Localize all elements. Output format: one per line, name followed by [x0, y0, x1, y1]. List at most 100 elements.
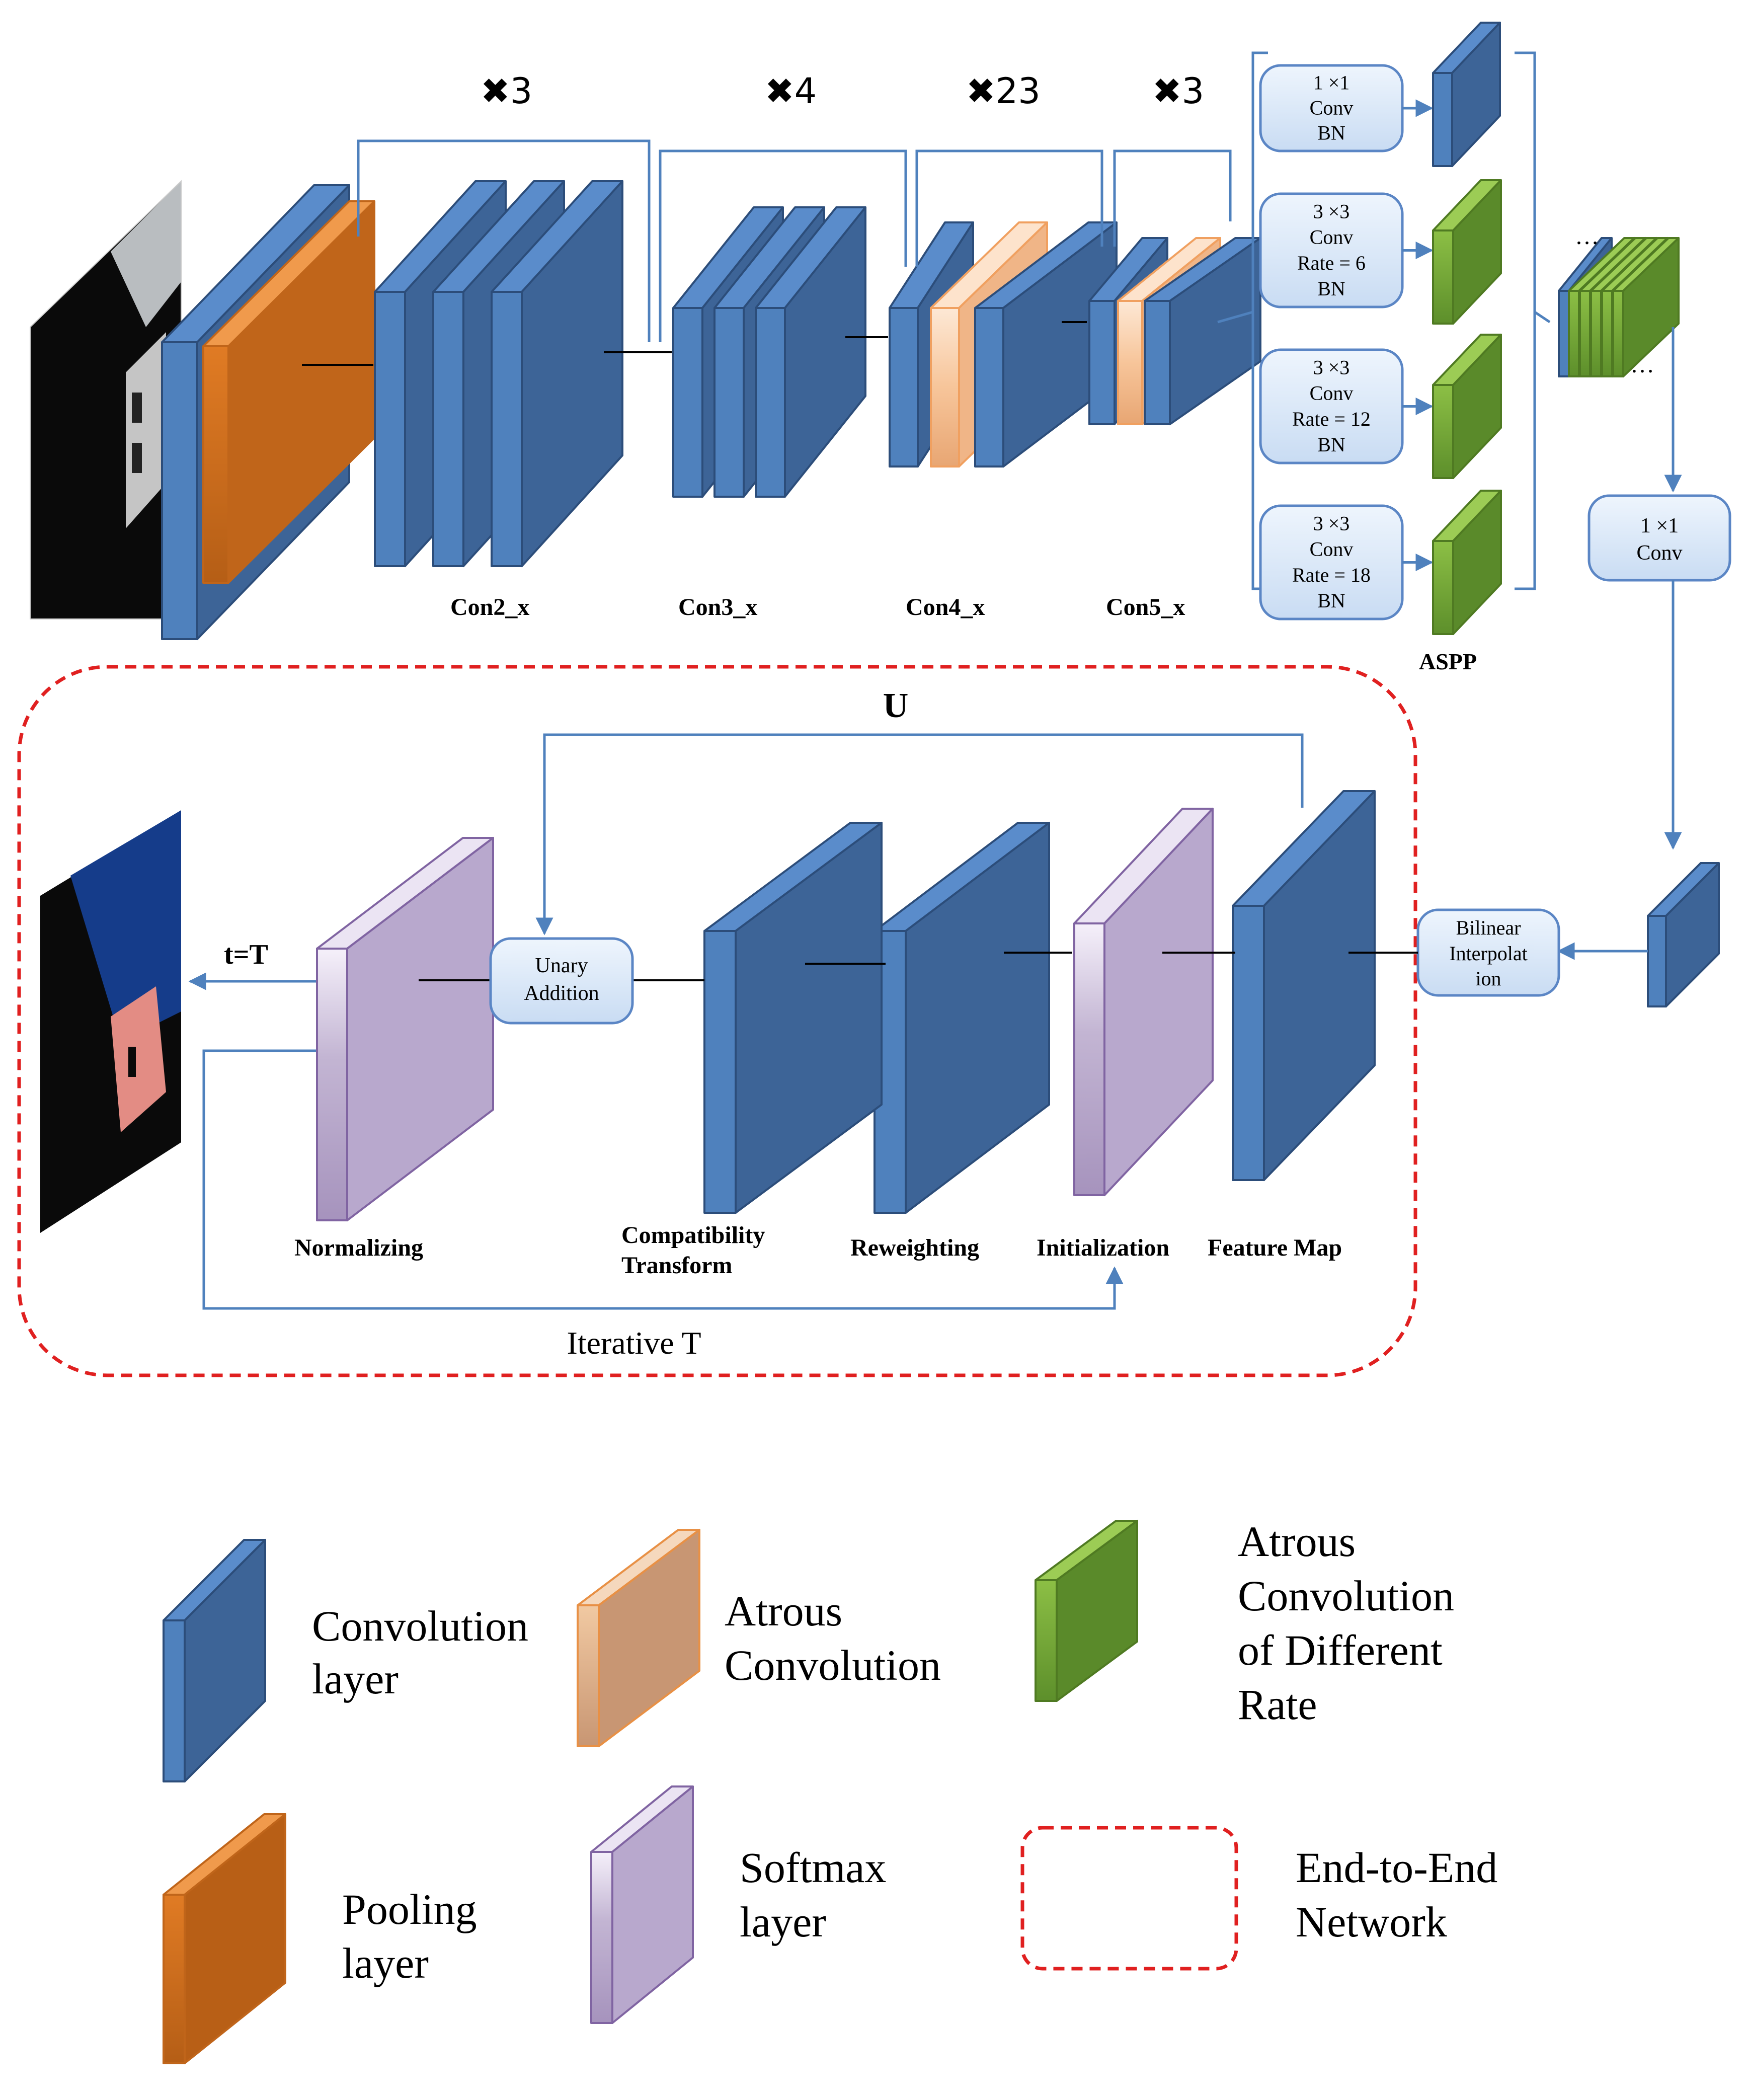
crf-reweighting-slab	[874, 822, 1050, 1214]
crf-labels: Normalizing Compatibility Transform Rewe…	[294, 1222, 1342, 1279]
legend-pool-line1: Pooling	[342, 1885, 477, 1933]
aspp-branch-4-line-3: Rate = 18	[1292, 564, 1371, 586]
crf-connections	[419, 952, 1418, 981]
crf-output-arrow: t=T	[188, 939, 316, 990]
con3-slab-3	[755, 206, 866, 498]
repeat-brackets	[357, 139, 1232, 342]
repeat-labels: ✖3 ✖4 ✖23 ✖3	[481, 70, 1204, 112]
bilinear-line3: ion	[1475, 967, 1501, 990]
bilinear-line1: Bilinear	[1456, 916, 1521, 939]
output-image	[40, 810, 181, 1233]
crf-initialization-slab	[1073, 808, 1214, 1196]
upsample-input-conv	[1647, 862, 1720, 1007]
encoder-connections	[302, 321, 1087, 366]
legend-e2e-line2: Network	[1296, 1898, 1447, 1946]
label-con2: Con2_x	[450, 594, 529, 620]
con2-slab-3	[491, 180, 623, 567]
stage-labels: Con2_x Con3_x Con4_x Con5_x	[450, 594, 1185, 620]
pooling-slab	[202, 200, 375, 584]
bilinear-interpolation-box: Bilinear Interpolat ion	[1416, 908, 1648, 997]
input-image	[30, 180, 182, 619]
legend-conv-line1: Convolution	[312, 1602, 528, 1650]
aspp-output-rate-2	[1432, 334, 1502, 479]
conv1x1-box: 1 ×1 Conv	[1588, 327, 1731, 850]
legend-aspp-line1: Atrous	[1238, 1517, 1356, 1566]
aspp-branch-1-line-3: BN	[1317, 122, 1345, 144]
iterative-loop-arrow: Iterative T	[202, 1049, 1124, 1361]
input-image-object	[126, 332, 166, 528]
label-feature-map: Feature Map	[1208, 1234, 1342, 1261]
crf-feature-map-slab	[1232, 790, 1376, 1181]
aspp-branch-4-line-4: BN	[1317, 589, 1345, 612]
legend-conv-swatch	[163, 1539, 266, 1782]
label-initialization: Initialization	[1037, 1234, 1169, 1261]
aspp-branch-3-line-3: Rate = 12	[1292, 408, 1371, 430]
aspp-concat-stack	[1558, 237, 1680, 377]
legend-aspp-swatch	[1035, 1520, 1138, 1702]
crf-loop-arrow: U	[535, 686, 1304, 936]
crf-compatibility-slab	[703, 822, 883, 1214]
aspp-branch-2-line-1: 3 ×3	[1313, 200, 1350, 223]
aspp-branch-1-line-1: 1 ×1	[1313, 71, 1350, 94]
label-reweighting: Reweighting	[850, 1234, 979, 1261]
label-compatibility: Compatibility	[621, 1222, 765, 1249]
conv1x1-line2: Conv	[1636, 541, 1682, 565]
aspp-branch-1-line-2: Conv	[1310, 97, 1354, 119]
legend-text: Convolution layer Atrous Convolution Atr…	[312, 1517, 1497, 1987]
label-con5: Con5_x	[1106, 594, 1185, 620]
aspp-branch-2-line-2: Conv	[1310, 226, 1354, 249]
crf-layers	[316, 790, 1376, 1221]
crf-normalizing-slab	[316, 837, 494, 1221]
legend	[163, 1520, 1138, 2064]
repeat-con3: ✖4	[765, 70, 817, 112]
aspp-output-rate-3	[1432, 490, 1502, 635]
aspp-stack-green-5	[1612, 237, 1680, 377]
legend-softmax-swatch	[590, 1785, 694, 2024]
aspp-ellipsis-top: …	[1575, 223, 1599, 250]
loop-label-u: U	[883, 686, 909, 725]
legend-aspp-line2: Convolution	[1238, 1572, 1454, 1620]
repeat-con2: ✖3	[481, 70, 532, 112]
con4-slab-2	[974, 221, 1118, 468]
con5-slab-2	[1144, 237, 1261, 425]
aspp-output-1x1	[1432, 22, 1501, 167]
unary-line1: Unary	[535, 954, 588, 977]
aspp-branch-3-line-1: 3 ×3	[1313, 356, 1350, 379]
legend-atrous-line1: Atrous	[725, 1587, 842, 1635]
legend-conv-line2: layer	[312, 1655, 399, 1703]
iterative-label: Iterative T	[567, 1325, 701, 1361]
aspp-ellipsis-bottom: …	[1630, 351, 1654, 378]
aspp-branch-2-line-4: BN	[1317, 277, 1345, 300]
aspp-output-rate-1	[1432, 179, 1502, 325]
legend-aspp-line4: Rate	[1238, 1680, 1317, 1729]
small-conv-slab	[1647, 862, 1720, 1007]
conv1x1-line1: 1 ×1	[1640, 514, 1679, 537]
bilinear-line2: Interpolat	[1449, 942, 1528, 965]
label-normalizing: Normalizing	[294, 1234, 423, 1261]
output-image-blue-region	[70, 810, 181, 1042]
legend-atrous-swatch	[577, 1529, 700, 1747]
label-con3: Con3_x	[678, 594, 757, 620]
legend-e2e-swatch	[1020, 1826, 1238, 1971]
aspp-branch-3-line-2: Conv	[1310, 382, 1354, 405]
input-image-road	[111, 181, 181, 327]
output-label-tT: t=T	[224, 939, 268, 970]
encoder-backbone	[161, 180, 1261, 640]
label-con4: Con4_x	[906, 594, 985, 620]
aspp-branch-2-line-3: Rate = 6	[1297, 252, 1366, 274]
legend-e2e-line1: End-to-End	[1296, 1843, 1497, 1892]
aspp-right-brace	[1515, 51, 1551, 590]
legend-softmax-line2: layer	[740, 1898, 826, 1946]
aspp-label: ASPP	[1419, 649, 1477, 674]
legend-softmax-line1: Softmax	[740, 1843, 886, 1892]
aspp-branch-3-line-4: BN	[1317, 433, 1345, 456]
aspp-branch-4-line-2: Conv	[1310, 538, 1354, 561]
aspp-branch-4-line-1: 3 ×3	[1313, 512, 1350, 535]
repeat-con4: ✖23	[966, 70, 1041, 112]
